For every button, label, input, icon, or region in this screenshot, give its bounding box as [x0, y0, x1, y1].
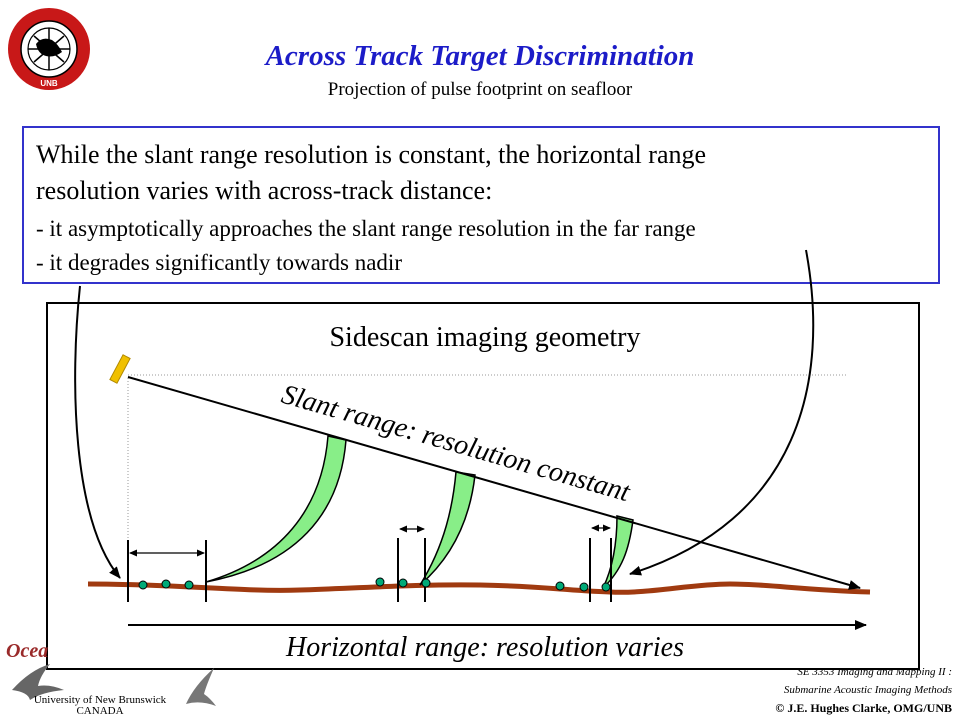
logo-bottom-text: UNB: [40, 79, 58, 88]
ocean-mapping-group-logo-text: Ocea: [6, 640, 49, 662]
callout-arrow-far-range: [629, 249, 815, 576]
university-name-line: University of New Brunswick: [33, 694, 167, 706]
copyright: © J.E. Hughes Clarke, OMG/UNB: [775, 701, 952, 715]
seafloor-target: [601, 582, 611, 592]
diagram-title: Sidescan imaging geometry: [329, 322, 641, 353]
course-code: SE 3353 Imaging and Mapping II :: [797, 666, 952, 678]
seafloor-target: [555, 581, 565, 591]
transducer-icon: [109, 354, 131, 384]
seafloor-target: [161, 579, 171, 589]
callout-arrow-nadir: [74, 285, 121, 579]
seafloor-target: [184, 580, 194, 590]
explanation-callout: While the slant range resolution is cons…: [22, 126, 940, 284]
pulse-footprint-mid: [419, 471, 476, 586]
slide-title: Across Track Target Discrimination: [265, 40, 695, 72]
university-country-line: CANADA: [76, 705, 124, 717]
callout-line-1: While the slant range resolution is cons…: [36, 140, 707, 169]
pulse-footprint-far: [602, 515, 634, 589]
seafloor-target: [138, 580, 148, 590]
bird-icon: [12, 664, 64, 700]
pulse-footprint-near: [205, 435, 347, 583]
seafloor-line: [87, 581, 871, 595]
seafloor-target: [398, 578, 408, 588]
horizontal-range-label: Horizontal range: resolution varies: [286, 632, 684, 663]
callout-bullet-far-range: - it asymptotically approaches the slant…: [36, 216, 696, 241]
seafloor-target: [421, 578, 431, 588]
course-name: Submarine Acoustic Imaging Methods: [783, 684, 952, 696]
seafloor-target: [375, 577, 385, 587]
university-name: University of New Brunswick CANADA: [30, 695, 170, 717]
slant-range-arrow: [127, 376, 861, 590]
department-seal-icon: UNB: [8, 8, 90, 90]
callout-bullet-nadir: - it degrades significantly towards nadi…: [36, 250, 402, 275]
seafloor-target: [579, 582, 589, 592]
slide-subtitle: Projection of pulse footprint on seafloo…: [327, 79, 633, 100]
sidescan-diagram-panel: Sidescan imaging geometry Horizontal ran…: [46, 302, 920, 670]
bird-icon: [186, 668, 216, 706]
callout-line-2: resolution varies with across-track dist…: [36, 176, 493, 205]
